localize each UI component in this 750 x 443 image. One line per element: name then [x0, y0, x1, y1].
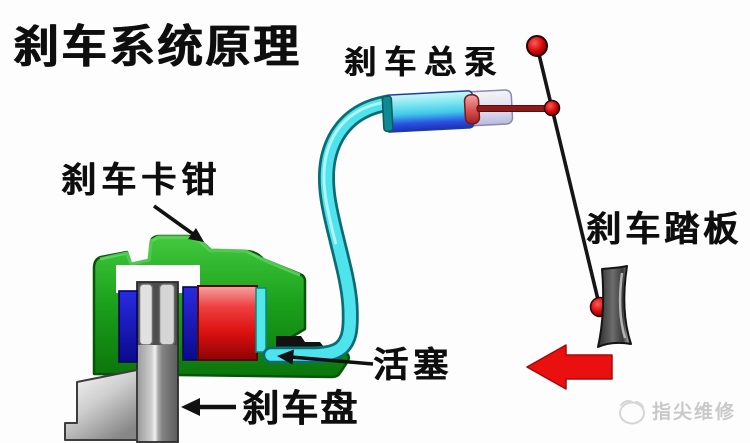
caliper-piston [197, 285, 258, 361]
lever-pivot-ball [526, 35, 548, 57]
pedal-lever [535, 45, 602, 309]
caliper-arrow [152, 204, 204, 242]
fluid-channel [255, 287, 267, 353]
disc-plate-right [158, 283, 176, 346]
cylinder-body [383, 90, 475, 133]
rod-joint-ball [543, 99, 561, 117]
watermark-logo-icon [619, 400, 645, 425]
brake-pad-left [118, 290, 138, 363]
brake-hose [262, 94, 398, 364]
brake-caliper-label: 刹车卡钳 [61, 161, 222, 201]
brake-pedal-label: 刹车踏板 [586, 210, 743, 250]
disc-arrow [181, 398, 236, 416]
disc-lower [137, 345, 178, 442]
carrier-bracket [64, 369, 138, 441]
brake-disc-graphic [136, 281, 179, 443]
press-direction-arrow [526, 344, 613, 390]
hose-inner [265, 97, 395, 361]
master-cylinder-label: 刹车总泵 [344, 43, 505, 81]
caliper-inlet-shadow [276, 336, 324, 347]
watermark-text: 指尖维修 [652, 401, 737, 423]
brake-pedal-pad [597, 265, 632, 348]
piston-label: 活塞 [373, 346, 454, 386]
brake-disc-label: 刹车盘 [242, 387, 359, 430]
cylinder-end-cap [381, 95, 394, 132]
disc-plate-left [138, 283, 154, 346]
brake-pad-right [182, 286, 200, 361]
push-rod [476, 105, 555, 112]
caliper-top-highlight [99, 235, 301, 277]
piston-arrow [277, 349, 374, 366]
hose-highlight [322, 100, 388, 245]
page-title: 刹车系统原理 [13, 20, 302, 73]
pedal-highlight [618, 272, 627, 339]
